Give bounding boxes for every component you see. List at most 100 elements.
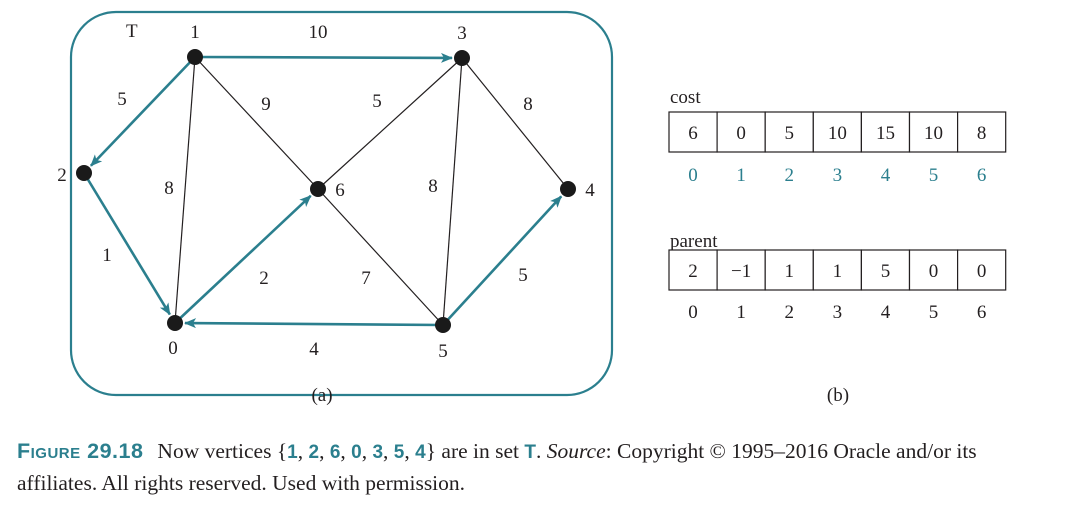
caption-set-item: 0: [351, 442, 362, 463]
vertex-label-3: 3: [457, 23, 467, 44]
vertex-label-4: 4: [585, 180, 595, 201]
figure-caption: Figure 29.18 Now vertices {1, 2, 6, 0, 3,…: [17, 436, 1062, 499]
parent-cell-5: [908, 249, 959, 291]
set-label: T: [126, 21, 138, 42]
caption-set-item: 6: [329, 442, 341, 463]
edge-weight-5-4: 5: [518, 265, 528, 286]
vertex-2: [76, 165, 92, 181]
parent-cell-4: [860, 249, 911, 291]
vertex-label-0: 0: [168, 338, 178, 359]
edge-1-0: [174, 56, 196, 324]
cost-cell-6: [956, 111, 1007, 153]
caption-set-item: 1: [287, 442, 298, 463]
vertex-label-5: 5: [438, 341, 448, 362]
tree-edge-1-2: [89, 56, 196, 167]
cost-value-5: 10: [924, 123, 943, 144]
caption-source-label: Source: [546, 439, 606, 463]
parent-cell-6: [956, 249, 1007, 291]
vertex-1: [187, 49, 203, 65]
edge-6-5: [317, 188, 444, 326]
parent-value-1: −1: [731, 261, 751, 282]
graph-nodes: 0 1 2 3 4 5 6: [57, 22, 595, 362]
edge-3-4: [461, 57, 569, 190]
parent-value-4: 5: [881, 261, 891, 282]
vertex-6: [310, 181, 326, 197]
parent-index-1: 1: [736, 302, 746, 323]
parent-index-6: 6: [977, 302, 987, 323]
parent-value-3: 1: [833, 261, 843, 282]
figure-number: Figure 29.18: [17, 439, 144, 463]
cost-cell-1: [716, 111, 766, 153]
edge-6-3: [317, 57, 463, 190]
caption-text-middle: } are in set: [425, 439, 525, 463]
caption-set-item: 4: [415, 442, 426, 463]
subfigure-b-label: (b): [827, 385, 849, 406]
vertex-5: [435, 317, 451, 333]
parent-index-3: 3: [833, 302, 843, 323]
cost-array-indices: 0 1 2 3 4 5 6: [688, 165, 986, 186]
cost-index-4: 4: [881, 165, 891, 186]
cost-value-4: 15: [876, 123, 895, 144]
tree-edge-2-0: [82, 172, 171, 316]
tree-edge-5-4: [442, 195, 563, 326]
cost-index-3: 3: [833, 165, 843, 186]
edge-weight-2-0: 1: [102, 245, 112, 266]
edge-weight-5-0: 4: [309, 339, 319, 360]
edge-weight-1-2: 5: [117, 89, 127, 110]
parent-value-5: 0: [929, 261, 939, 282]
cost-index-2: 2: [785, 165, 795, 186]
cost-value-2: 5: [785, 123, 795, 144]
cost-index-0: 0: [688, 165, 698, 186]
tree-edge-0-6: [174, 194, 312, 324]
caption-source-text: : Copyright © 1995–2016 Oracle and/or it…: [17, 439, 977, 495]
parent-cell-0: [668, 249, 718, 291]
caption-text-after-set: .: [535, 439, 547, 463]
edge-3-5: [442, 57, 463, 326]
parent-index-0: 0: [688, 302, 698, 323]
caption-set-items: 1, 2, 6, 0, 3, 5, 4: [287, 439, 426, 463]
vertex-label-2: 2: [57, 165, 67, 186]
cost-array-title: cost: [670, 87, 701, 108]
parent-value-2: 1: [785, 261, 795, 282]
caption-set-item: 2: [308, 442, 320, 463]
vertex-4: [560, 181, 576, 197]
tree-edge-5-0: [183, 318, 444, 329]
caption-set-name: T: [524, 442, 536, 463]
edge-weight-3-4: 8: [523, 94, 533, 115]
edge-weight-0-6: 2: [259, 268, 269, 289]
edge-weight-1-6: 9: [261, 94, 271, 115]
edge-weight-1-3: 10: [309, 22, 328, 43]
parent-array-indices: 0 1 2 3 4 5 6: [688, 302, 986, 323]
parent-index-4: 4: [881, 302, 891, 323]
cost-index-1: 1: [736, 165, 746, 186]
vertex-0: [167, 315, 183, 331]
tree-edge-1-3: [194, 52, 454, 63]
parent-value-0: 2: [688, 261, 698, 282]
vertex-3: [454, 50, 470, 66]
vertex-label-6: 6: [335, 180, 345, 201]
parent-index-2: 2: [785, 302, 795, 323]
cost-value-6: 8: [977, 123, 987, 144]
cost-cell-0: [668, 111, 718, 153]
cost-index-6: 6: [977, 165, 987, 186]
set-boundary: [69, 10, 614, 397]
caption-set-item: 5: [393, 442, 405, 463]
cost-value-3: 10: [828, 123, 847, 144]
edge-1-6: [194, 56, 319, 190]
edge-weight-1-0: 8: [164, 178, 174, 199]
caption-set-item: 3: [372, 442, 384, 463]
cost-value-1: 0: [736, 123, 746, 144]
parent-index-5: 5: [929, 302, 939, 323]
parent-cell-2: [764, 249, 814, 291]
caption-text-before: Now vertices {: [157, 439, 288, 463]
parent-cell-1: [716, 249, 766, 291]
parent-array-title: parent: [670, 231, 718, 252]
cost-index-5: 5: [929, 165, 939, 186]
graph-edges: [82, 52, 569, 329]
subfigure-a-label: (a): [311, 385, 332, 406]
edge-weight-6-5: 7: [361, 268, 371, 289]
